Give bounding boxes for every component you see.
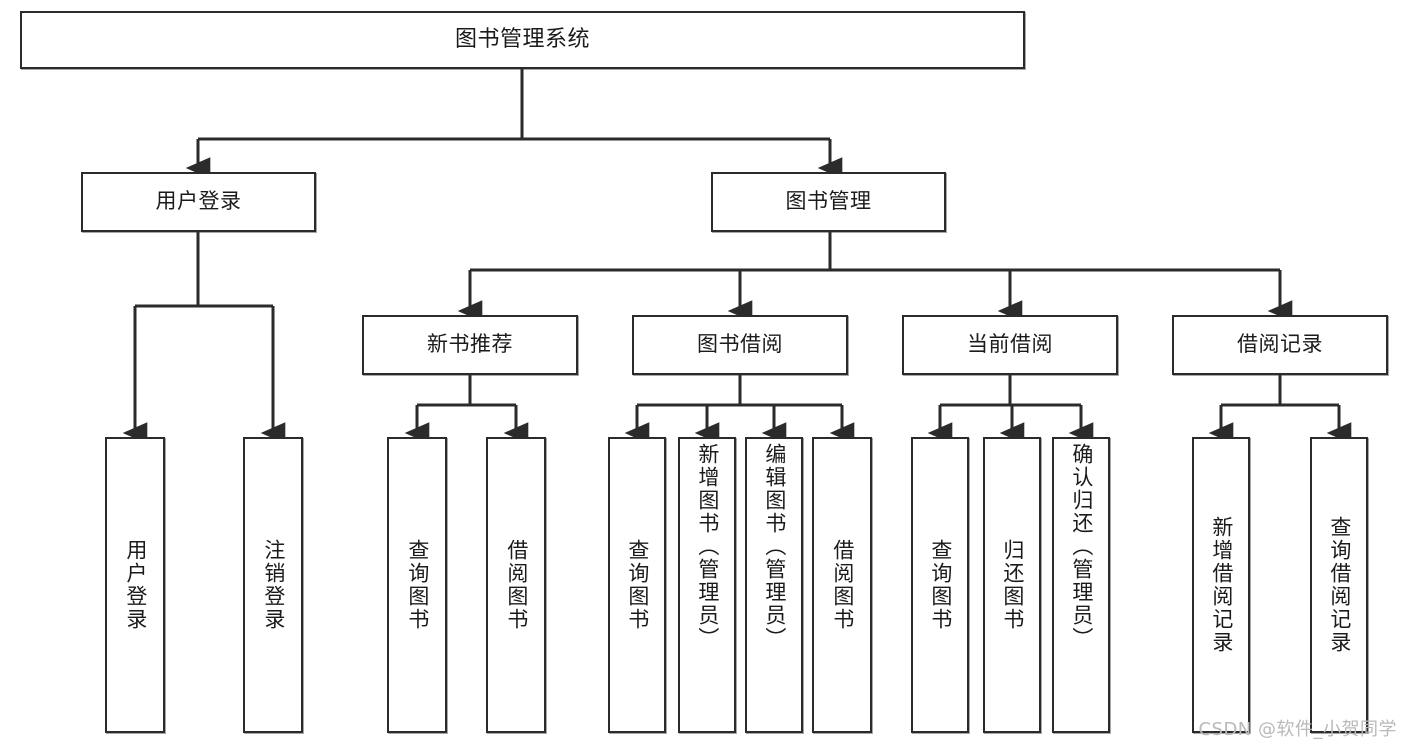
node-leaf-edit-book-admin[interactable]: 编辑图书（管理员） [745,437,803,733]
node-leaf-borrow-book[interactable]: 借阅图书 [812,437,872,733]
node-leaf-query-borrow-record-label: 查询借阅记录 [1327,516,1352,654]
node-leaf-query-book-borrow[interactable]: 查询图书 [608,437,666,733]
node-current-borrow-label: 当前借阅 [967,332,1053,357]
node-leaf-query-book-rec-label: 查询图书 [405,539,430,631]
node-leaf-confirm-return-admin[interactable]: 确认归还（管理员） [1052,437,1110,733]
node-borrow-records[interactable]: 借阅记录 [1172,315,1388,375]
node-leaf-logout-login-label: 注销登录 [261,539,286,631]
node-leaf-user-login[interactable]: 用户登录 [105,437,165,733]
node-current-borrow[interactable]: 当前借阅 [902,315,1118,375]
node-new-book-recommend[interactable]: 新书推荐 [362,315,578,375]
node-leaf-borrow-book-rec-label: 借阅图书 [504,539,529,631]
node-leaf-query-book-rec[interactable]: 查询图书 [387,437,447,733]
node-borrow-records-label: 借阅记录 [1237,332,1323,357]
node-leaf-return-book-label: 归还图书 [1000,539,1025,631]
node-leaf-query-book-borrow-label: 查询图书 [625,539,650,631]
node-leaf-confirm-return-admin-label: 确认归还（管理员） [1069,443,1094,650]
node-root[interactable]: 图书管理系统 [20,11,1025,69]
node-leaf-user-login-label: 用户登录 [123,539,148,631]
node-leaf-logout-login[interactable]: 注销登录 [243,437,303,733]
node-leaf-query-borrow-record[interactable]: 查询借阅记录 [1310,437,1368,733]
node-book-management[interactable]: 图书管理 [711,172,946,232]
node-leaf-edit-book-admin-label: 编辑图书（管理员） [762,443,787,650]
node-leaf-add-book-admin-label: 新增图书（管理员） [695,443,720,650]
node-leaf-query-book-current[interactable]: 查询图书 [911,437,969,733]
node-leaf-add-borrow-record-label: 新增借阅记录 [1209,516,1234,654]
node-book-borrow[interactable]: 图书借阅 [632,315,848,375]
node-leaf-borrow-book-rec[interactable]: 借阅图书 [486,437,546,733]
node-book-management-label: 图书管理 [785,189,872,214]
node-leaf-query-book-current-label: 查询图书 [928,539,953,631]
node-leaf-return-book[interactable]: 归还图书 [983,437,1041,733]
node-user-login-label: 用户登录 [155,189,242,214]
node-new-book-recommend-label: 新书推荐 [427,332,513,357]
node-book-borrow-label: 图书借阅 [697,332,783,357]
node-user-login[interactable]: 用户登录 [81,172,316,232]
node-leaf-borrow-book-label: 借阅图书 [830,539,855,631]
node-leaf-add-borrow-record[interactable]: 新增借阅记录 [1192,437,1250,733]
node-root-label: 图书管理系统 [454,26,590,52]
node-leaf-add-book-admin[interactable]: 新增图书（管理员） [678,437,736,733]
